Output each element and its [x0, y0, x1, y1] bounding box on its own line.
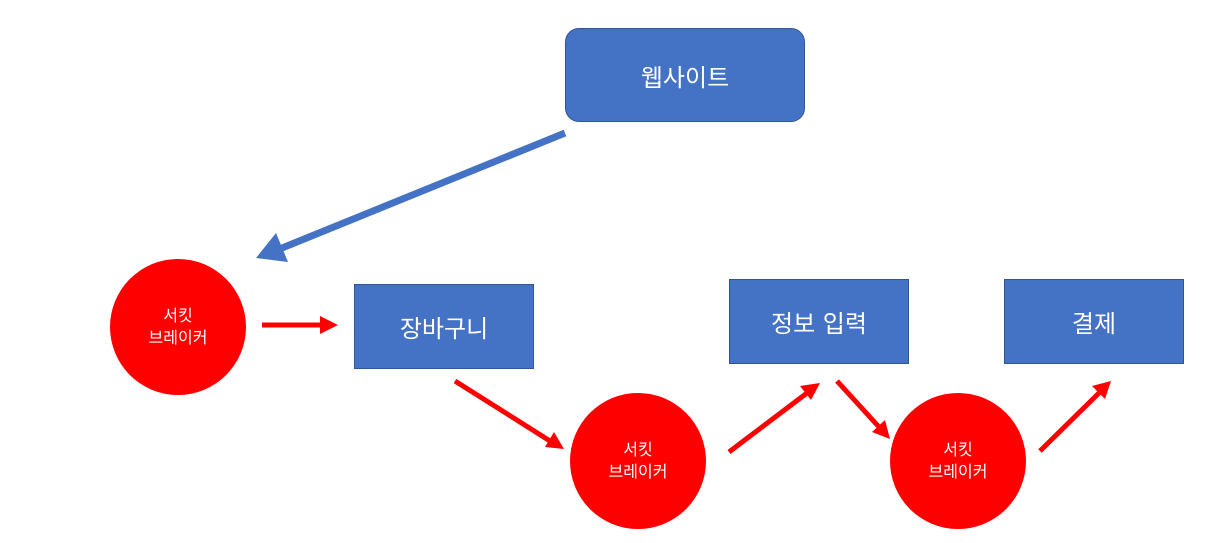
arrow-breaker-1-to-cart	[262, 316, 338, 334]
breaker-3-line2: 브레이커	[928, 462, 988, 481]
arrow-breaker-2-to-info-input	[727, 383, 820, 454]
node-payment-label: 결제	[1071, 310, 1117, 338]
node-info-input-label: 정보 입력	[771, 310, 867, 338]
breaker-3-line1: 서킷	[943, 440, 973, 459]
arrow-cart-to-breaker-2	[453, 378, 564, 449]
node-breaker-2: 서킷 브레이커	[570, 393, 706, 529]
arrow-website-to-breaker-1	[256, 129, 567, 262]
node-website-label: 웹사이트	[640, 63, 730, 92]
node-breaker-3: 서킷 브레이커	[890, 393, 1026, 529]
node-cart-label: 장바구니	[399, 315, 489, 343]
node-cart: 장바구니	[354, 284, 534, 369]
breaker-2-line2: 브레이커	[608, 462, 668, 481]
breaker-1-line2: 브레이커	[148, 328, 208, 347]
node-payment: 결제	[1004, 279, 1184, 364]
node-website: 웹사이트	[565, 28, 805, 122]
arrow-info-input-to-breaker-3	[835, 379, 890, 439]
node-info-input: 정보 입력	[729, 279, 909, 364]
breaker-1-line1: 서킷	[163, 306, 193, 325]
arrow-breaker-3-to-payment	[1038, 381, 1111, 453]
node-breaker-1: 서킷 브레이커	[110, 259, 246, 395]
breaker-2-line1: 서킷	[623, 440, 653, 459]
